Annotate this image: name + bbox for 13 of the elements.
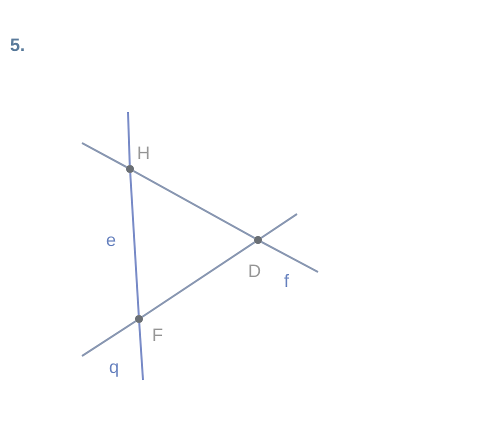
intersection-point xyxy=(135,315,143,323)
intersection-point xyxy=(254,236,262,244)
line-name: q xyxy=(109,358,120,376)
point-label: H xyxy=(137,144,150,162)
point-label: D xyxy=(248,262,261,280)
line-name: f xyxy=(284,272,290,290)
line-segment xyxy=(129,172,140,316)
line-name: e xyxy=(106,231,116,249)
point-label: F xyxy=(152,326,163,344)
line-segment xyxy=(133,170,255,239)
intersection-point xyxy=(126,165,134,173)
item-number: 5. xyxy=(10,36,26,54)
line-segment xyxy=(142,241,256,318)
